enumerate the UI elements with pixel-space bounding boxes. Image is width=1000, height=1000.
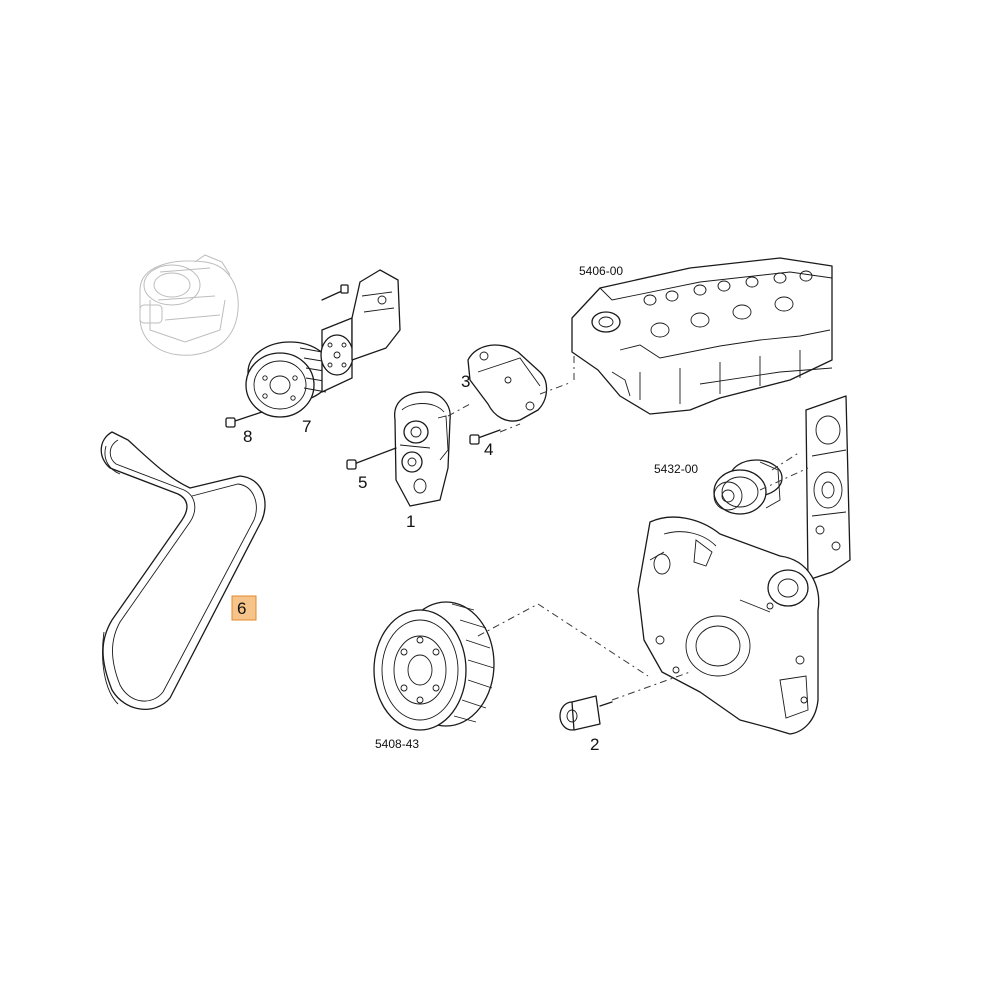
- pulley-bracket: [320, 269, 401, 393]
- centering-screw-2: [559, 695, 613, 731]
- engine-block-side: [805, 395, 851, 581]
- alternator-ghost: [139, 254, 239, 356]
- callout-8: 8: [243, 427, 252, 446]
- callout-7: 7: [302, 417, 311, 436]
- water-pump: [713, 459, 783, 515]
- ref-cylinder-head: 5406-00: [579, 264, 623, 278]
- cylinder-head: [571, 257, 833, 415]
- callout-6-highlight: [231, 595, 257, 621]
- callout-1: 1: [406, 512, 415, 531]
- tensioner-mounting-plate: [467, 344, 548, 422]
- callout-6: 6: [237, 599, 246, 618]
- bolt-8: [225, 411, 263, 428]
- ref-damper-pulley: 5408-43: [375, 737, 419, 751]
- bolt-5: [346, 447, 397, 470]
- ref-water-pump: 5432-00: [654, 462, 698, 476]
- assembly-axis-lines: [447, 354, 809, 701]
- callout-2: 2: [590, 735, 599, 754]
- front-timing-cover: [637, 516, 820, 735]
- damper-pulley: [373, 601, 495, 731]
- belt-tensioner: [394, 391, 451, 507]
- callout-4: 4: [484, 440, 493, 459]
- callout-5: 5: [358, 473, 367, 492]
- callout-3: 3: [461, 372, 470, 391]
- bolt-4: [469, 429, 501, 445]
- idler-pulley: [245, 341, 333, 418]
- poly-v-belt: [100, 431, 266, 710]
